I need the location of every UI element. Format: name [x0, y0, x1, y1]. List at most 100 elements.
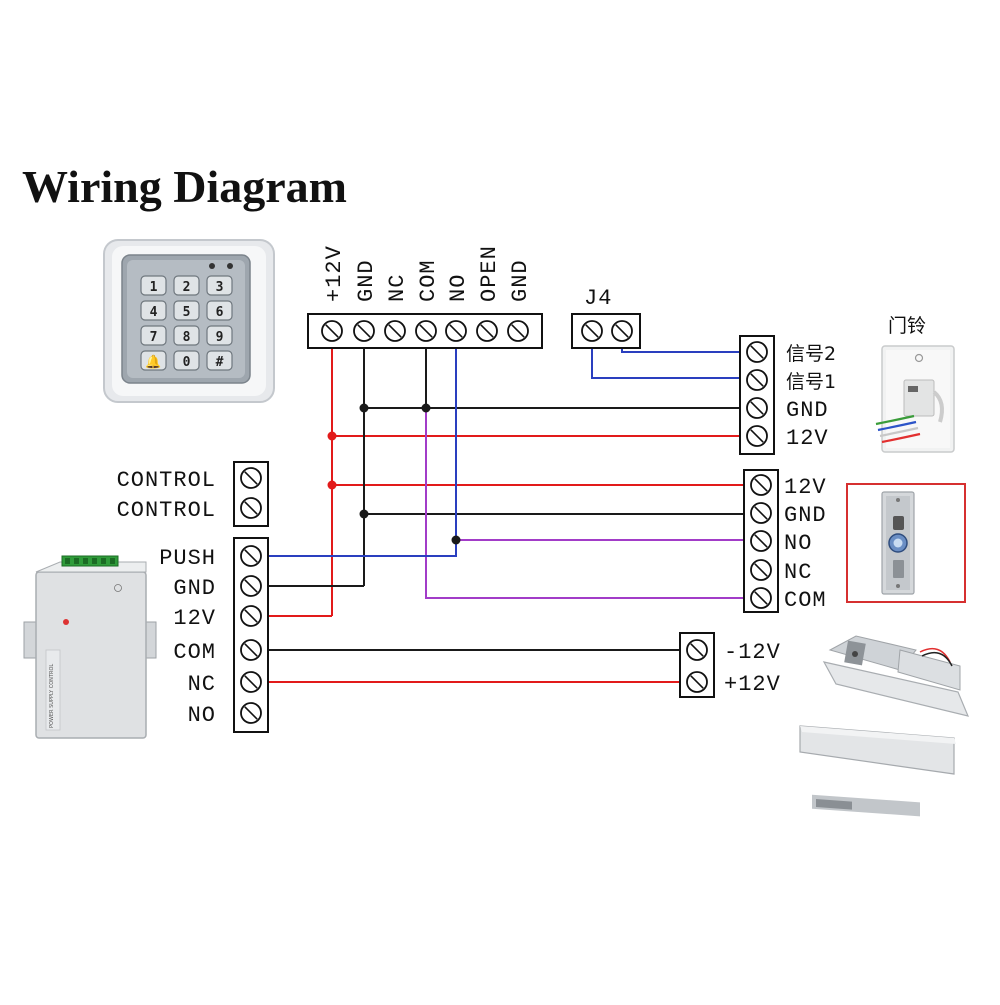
terminal-screw: [476, 320, 498, 342]
terminal-screw: [750, 502, 772, 524]
keypad-key-label: #: [216, 355, 224, 370]
terminal-screw: [240, 671, 262, 693]
control-terminal-block: CONTROL CONTROL: [117, 461, 269, 527]
keypad-key-label: 9: [216, 330, 224, 345]
keypad-key-label: 2: [183, 280, 191, 295]
keypad-key: 9: [206, 325, 233, 346]
keypad-key: 2: [173, 275, 200, 296]
keypad-key-label: 🔔: [145, 354, 161, 370]
magnetic-lock-image: [799, 725, 956, 817]
lock-terminal-label: -12V: [724, 640, 781, 665]
terminal-screw: [686, 671, 708, 693]
reader-terminal-label: GND: [508, 259, 533, 302]
terminal-screw: [611, 320, 633, 342]
keypad-key: 0: [173, 350, 200, 371]
keypad-reader-image: 1 2 3 4 5 6 7 8 9 🔔 0 #: [103, 239, 275, 403]
keypad-key: 6: [206, 300, 233, 321]
junction-dot: [451, 535, 461, 545]
doorbell-title: 门铃: [888, 315, 926, 337]
keypad-key: 1: [140, 275, 167, 296]
doorbell-terminal-label: 信号2: [786, 343, 836, 365]
keypad-key-label: 1: [150, 280, 158, 295]
power-supply-terminal-label: NC: [188, 672, 216, 697]
keypad-key-label: 6: [216, 305, 224, 320]
terminal-screw: [746, 341, 768, 363]
terminal-screw: [240, 605, 262, 627]
power-supply-terminal-label: GND: [173, 576, 216, 601]
terminal-screw: [353, 320, 375, 342]
terminal-screw: [415, 320, 437, 342]
doorbell-terminal-label: GND: [786, 398, 829, 423]
terminal-screw: [507, 320, 529, 342]
junction-dot: [327, 431, 337, 441]
reader-terminal-label: COM: [416, 259, 441, 302]
junction-dot: [327, 480, 337, 490]
keypad-key-label: 4: [150, 305, 158, 320]
reader-terminal-label: NO: [446, 274, 471, 302]
reader-terminal-label: +12V: [322, 245, 347, 302]
keypad-key: 5: [173, 300, 200, 321]
control-terminal-label: CONTROL: [117, 498, 216, 523]
power-supply-terminal-label: COM: [173, 640, 216, 665]
terminal-screw: [750, 474, 772, 496]
keypad-key: 🔔: [140, 350, 167, 371]
terminal-screw: [240, 545, 262, 567]
exit-button-image: [846, 483, 966, 603]
keypad-key: 3: [206, 275, 233, 296]
wire-blue-signal1: [591, 340, 760, 379]
terminal-screw: [750, 587, 772, 609]
junction-dot: [359, 403, 369, 413]
terminal-screw: [240, 467, 262, 489]
exit-button-frame: [846, 483, 966, 603]
terminal-screw: [240, 702, 262, 724]
exit-button-terminal-label: GND: [784, 503, 827, 528]
j4-label: J4: [584, 286, 612, 311]
power-supply-terminal-label: NO: [188, 703, 216, 728]
exit-button-terminal-label: NC: [784, 560, 812, 585]
lock-terminal-block: -12V +12V: [679, 632, 781, 698]
exit-button-terminal-label: 12V: [784, 475, 827, 500]
doorbell-terminal-label: 12V: [786, 426, 829, 451]
junction-dot: [359, 509, 369, 519]
diagram-title: Wiring Diagram: [22, 161, 347, 212]
wire-blue-no-vertical: [262, 333, 457, 557]
exit-button-terminal-label: COM: [784, 588, 827, 613]
keypad-key: 4: [140, 300, 167, 321]
reader-terminal-label: GND: [354, 259, 379, 302]
exit-button-terminal-block: 12V GND NO NC COM: [743, 469, 827, 613]
keypad-key-label: 5: [183, 305, 191, 320]
keypad-key-label: 8: [183, 330, 191, 345]
control-terminal-label: CONTROL: [117, 468, 216, 493]
junction-dot: [421, 403, 431, 413]
keypad-key: 8: [173, 325, 200, 346]
j4-terminal-block: J4: [571, 286, 641, 349]
power-supply-device-text: POWER SUPPLY CONTROL: [49, 664, 55, 728]
power-supply-image: POWER SUPPLY CONTROL: [23, 555, 157, 739]
keypad-key-label: 3: [216, 280, 224, 295]
terminal-screw: [686, 639, 708, 661]
doorbell-terminal-label: 信号1: [786, 371, 836, 393]
terminal-screw: [240, 497, 262, 519]
power-supply-terminal-label: 12V: [173, 606, 216, 631]
lock-terminal-label: +12V: [724, 672, 781, 697]
wire-purple-com: [425, 408, 762, 599]
terminal-screw: [746, 425, 768, 447]
keypad-key-label: 0: [183, 355, 191, 370]
terminal-screw: [240, 575, 262, 597]
terminal-screw: [445, 320, 467, 342]
terminal-screw: [746, 397, 768, 419]
keypad-key: 7: [140, 325, 167, 346]
reader-terminal-label: NC: [385, 274, 410, 302]
electric-bolt-lock-image: [822, 635, 970, 717]
wires: [262, 333, 762, 683]
exit-button-terminal-label: NO: [784, 531, 812, 556]
terminal-screw: [750, 559, 772, 581]
terminal-screw: [384, 320, 406, 342]
terminal-screw: [581, 320, 603, 342]
doorbell-image: 门铃: [875, 315, 955, 453]
terminal-screw: [240, 639, 262, 661]
